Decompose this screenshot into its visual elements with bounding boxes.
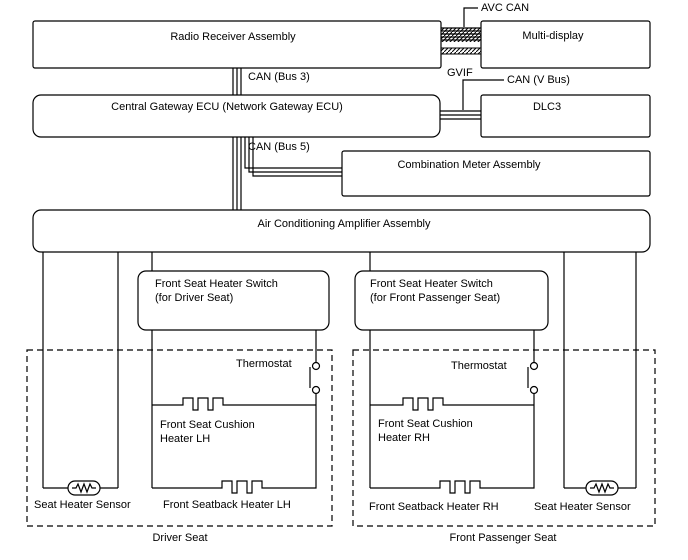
multi-display-box xyxy=(480,20,651,69)
radio-receiver-box xyxy=(32,20,442,69)
passenger-seatback-label: Front Seatback Heater RH xyxy=(369,501,499,513)
passenger-switch-box xyxy=(354,270,549,331)
dlc3-label: DLC3 xyxy=(533,101,561,113)
avc-can-label: AVC CAN xyxy=(481,2,529,14)
gvif-label: GVIF xyxy=(447,67,473,79)
driver-seat-group-label: Driver Seat xyxy=(152,532,207,544)
dlc3-box xyxy=(480,94,651,138)
ac-amplifier-box xyxy=(32,209,651,253)
passenger-seat-group xyxy=(352,349,656,527)
combination-meter-label: Combination Meter Assembly xyxy=(397,159,541,171)
multi-display-label: Multi-display xyxy=(522,30,584,42)
can-bus3-wires xyxy=(232,68,242,95)
passenger-sensor-label: Seat Heater Sensor xyxy=(534,501,631,513)
passenger-cushion-label-1: Front Seat Cushion xyxy=(378,418,473,430)
passenger-cushion-label-2: Heater RH xyxy=(378,432,430,444)
driver-circuit xyxy=(42,252,321,494)
can-bus3-label: CAN (Bus 3) xyxy=(248,71,310,83)
ac-amplifier-label: Air Conditioning Amplifier Assembly xyxy=(257,218,431,230)
passenger-switch-label-2: (for Front Passenger Seat) xyxy=(370,292,500,304)
driver-cushion-label-2: Heater LH xyxy=(160,433,210,445)
passenger-thermostat-label: Thermostat xyxy=(451,360,507,372)
driver-switch-label-1: Front Seat Heater Switch xyxy=(155,278,278,290)
driver-sensor-label: Seat Heater Sensor xyxy=(34,499,131,511)
driver-switch-label-2: (for Driver Seat) xyxy=(155,292,233,304)
gvif-cable xyxy=(440,47,482,55)
driver-seat-group xyxy=(26,349,333,527)
gateway-ecu-box xyxy=(32,94,441,138)
passenger-seat-group-label: Front Passenger Seat xyxy=(449,532,556,544)
avc-can-callout xyxy=(463,7,478,27)
passenger-switch-label-1: Front Seat Heater Switch xyxy=(370,278,493,290)
combination-meter-box xyxy=(341,150,651,197)
avc-can-wires xyxy=(441,27,481,42)
driver-seatback-label: Front Seatback Heater LH xyxy=(163,499,291,511)
driver-seat-heater-sensor-icon xyxy=(67,480,101,496)
can-bus5-wires xyxy=(232,137,342,210)
can-bus5-label: CAN (Bus 5) xyxy=(248,141,310,153)
radio-receiver-label: Radio Receiver Assembly xyxy=(170,31,296,43)
gateway-ecu-label: Central Gateway ECU (Network Gateway ECU… xyxy=(111,101,343,113)
passenger-circuit xyxy=(369,252,637,494)
passenger-seat-heater-sensor-icon xyxy=(585,480,619,496)
can-vbus-wires xyxy=(440,110,481,120)
can-vbus-label: CAN (V Bus) xyxy=(507,74,570,86)
driver-thermostat-label: Thermostat xyxy=(236,358,292,370)
can-vbus-callout xyxy=(462,79,504,110)
driver-switch-box xyxy=(137,270,330,331)
driver-cushion-label-1: Front Seat Cushion xyxy=(160,419,255,431)
